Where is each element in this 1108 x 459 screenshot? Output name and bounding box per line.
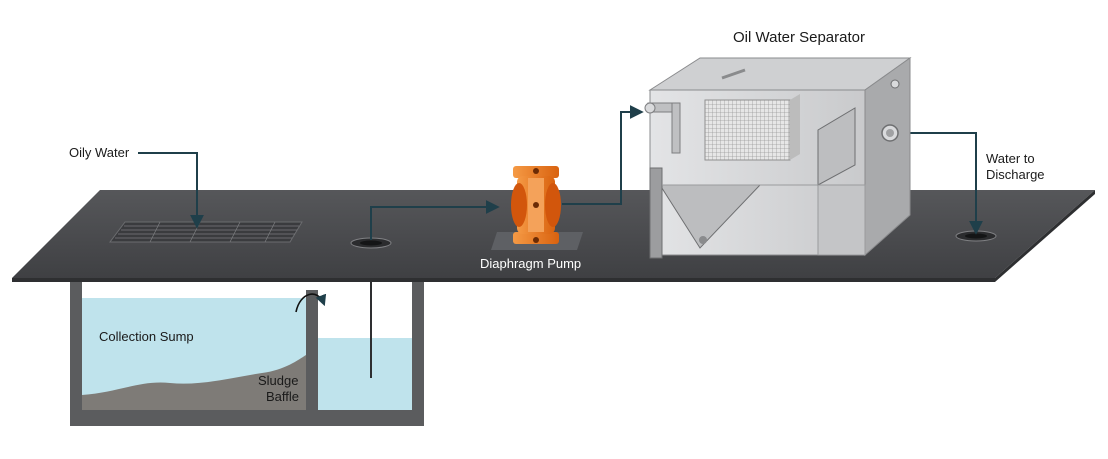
separator-tank-icon: [644, 57, 912, 259]
label-discharge: Discharge: [986, 167, 1045, 182]
diaphragm-pump-icon: [491, 166, 583, 250]
sludge-layer: [82, 355, 306, 410]
sump-water-right: [318, 338, 412, 410]
label-collection-sump: Collection Sump: [99, 329, 194, 344]
label-sludge: Sludge: [258, 373, 299, 388]
floor-grate-icon: [109, 221, 303, 243]
drain-to-pump-arrow-icon: [370, 200, 500, 240]
discharge-drain-icon: [955, 230, 997, 242]
overflow-arrow-icon: [295, 293, 327, 313]
label-water-to: Water to: [986, 151, 1035, 166]
baffle-wall: [306, 290, 318, 410]
discharge-arrow-icon: [892, 132, 983, 235]
pump-to-separator-arrow-icon: [562, 105, 644, 205]
collection-sump: [70, 282, 424, 426]
label-diaphragm-pump: Diaphragm Pump: [480, 256, 582, 271]
flow-lines: [138, 105, 983, 240]
diagram-title: Oil Water Separator: [733, 29, 865, 46]
floor-drain-icon: [350, 237, 392, 249]
label-baffle: Baffle: [266, 389, 300, 404]
oily-water-arrow-icon: [138, 152, 204, 229]
label-oily-water: Oily Water: [69, 145, 130, 160]
